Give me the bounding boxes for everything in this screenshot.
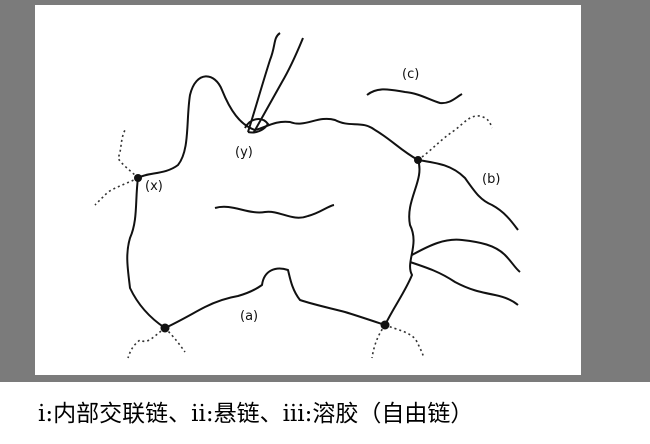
caption-bar: i:内部交联链、ii:悬链、iii:溶胶（自由链） [0,382,650,444]
dotted-chain-b [417,115,493,161]
crosslink-node-bottom-right [380,320,390,330]
crosslink-node-bottom-left [160,323,170,333]
dotted-chain-x [94,129,139,206]
label-x: (x) [145,179,163,194]
inner-free-chain [214,204,335,219]
diagram-panel: (x) (y) (a) (b) (c) [35,5,581,375]
chain-right-upper [411,238,521,273]
polymer-network-diagram: (x) (y) (a) (b) (c) [94,32,521,359]
caption-text: i:内部交联链、ii:悬链、iii:溶胶（自由链） [38,401,474,427]
label-b: (b) [482,172,500,187]
chain-y-junction [244,118,270,134]
crosslink-node-b [414,156,422,164]
crosslink-node-x [134,174,142,182]
chain-c [366,88,463,105]
chain-y-loop [247,32,281,133]
dotted-chain-bottom-left [127,327,186,359]
dotted-chain-bottom-right [371,324,425,359]
label-c: (c) [402,67,419,82]
network-outline [126,75,421,329]
chain-right-lower [409,261,519,306]
label-a: (a) [240,309,258,324]
chain-b [417,159,519,231]
label-y: (y) [235,145,253,160]
